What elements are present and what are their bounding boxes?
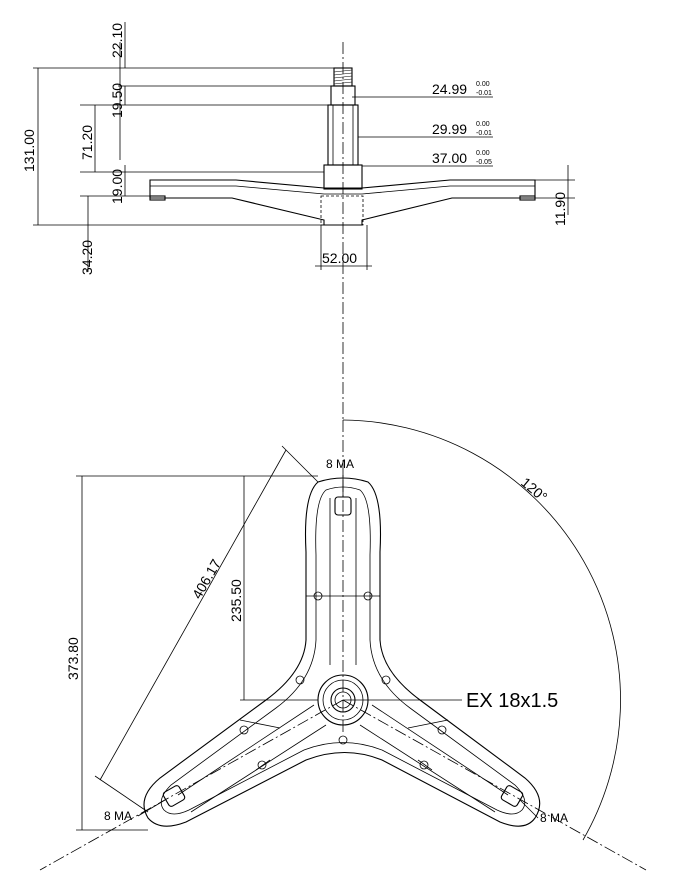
mount-hole-right [500,785,524,807]
tol-37-00-upper: 0.00 [476,150,490,157]
hole-label-right: 8 MA [540,811,568,825]
flange-profile [149,179,536,226]
tol-24-99-lower: -0.01 [476,90,492,97]
dim-71-20: 71.20 [79,125,95,160]
dim-235-50: 235.50 [228,579,244,622]
thread-hatch [333,69,353,85]
dim-22-10: 22.10 [109,23,125,58]
shaft-step-37-00 [323,164,363,190]
dim-29-99: 29.99 [432,121,467,137]
dim-11-90: 11.90 [552,192,568,226]
tol-24-99-upper: 0.00 [476,81,490,88]
dim-373-80: 373.80 [65,637,81,680]
top-view: 120° 406.17 235.50 373.80 EX 18x1.5 8 MA… [39,419,647,871]
dim-37-00: 37.00 [432,150,467,166]
angle-label: 120° [518,474,550,505]
dim-19-00: 19.00 [109,169,125,204]
tol-29-99-lower: -0.01 [476,130,492,137]
hole-label-top: 8 MA [326,457,354,471]
dim-19-50: 19.50 [109,83,125,118]
spider-outline [143,477,541,827]
hole-label-left: 8 MA [104,809,132,823]
top-centerline-left [39,699,344,871]
hub-hidden [320,195,364,226]
top-centerline-right [342,699,647,871]
tol-37-00-lower: -0.05 [476,159,492,166]
shaft-step-29-99 [327,104,359,166]
dim-52-00: 52.00 [322,250,357,266]
tol-29-99-upper: 0.00 [476,121,490,128]
dim-406-17: 406.17 [189,556,224,601]
dim-24-99: 24.99 [432,81,467,97]
mount-hole-left [162,785,186,807]
dim-131-00: 131.00 [21,129,37,172]
thread-label: EX 18x1.5 [466,690,558,712]
dim-34-20: 34.20 [79,240,95,275]
side-view: 22.10 19.50 71.20 19.00 131.00 34.20 24.… [21,22,575,420]
angle-arc [342,419,621,841]
